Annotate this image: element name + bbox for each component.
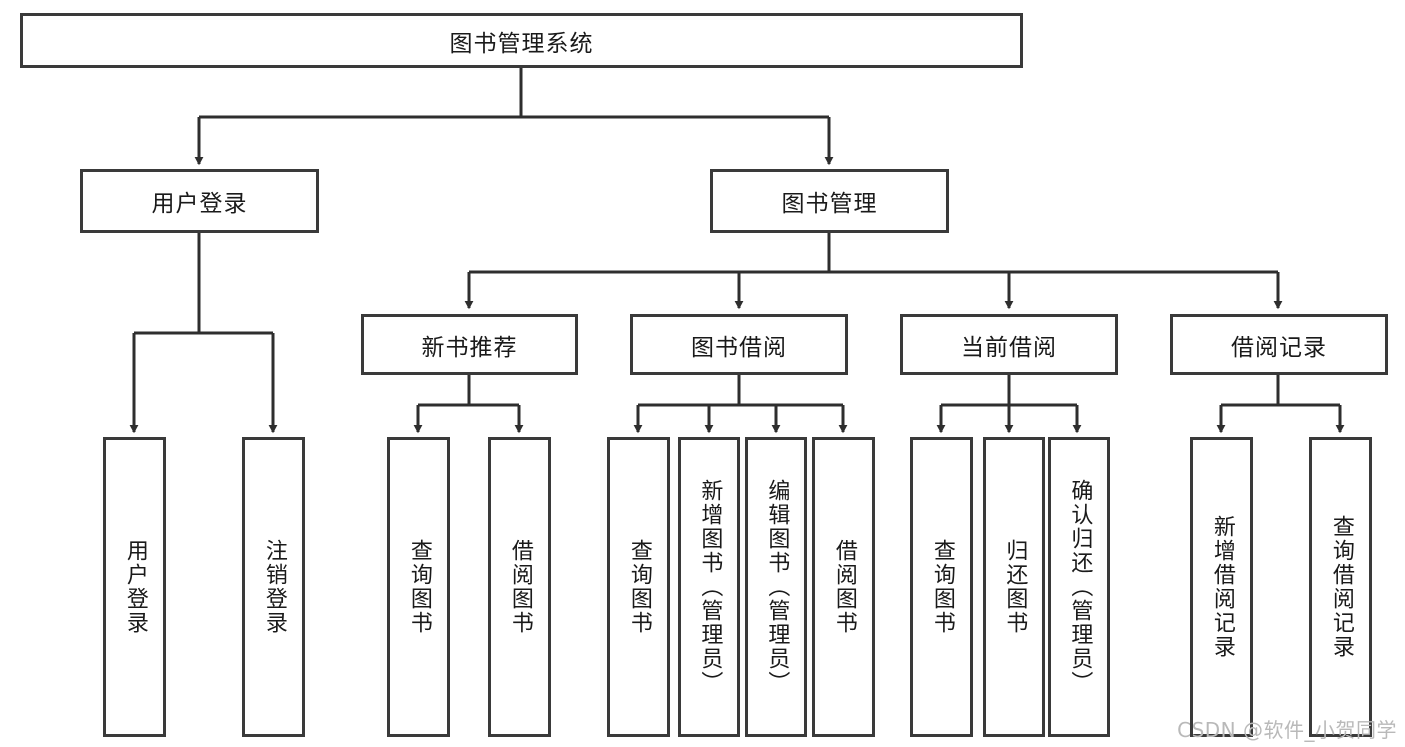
node-leaf-add-borrow-record[interactable]: 新增借阅记录 bbox=[1190, 437, 1253, 737]
node-label: 编辑图书（管理员） bbox=[764, 479, 790, 695]
node-label: 查询图书 bbox=[406, 539, 432, 635]
node-label: 用户登录 bbox=[151, 191, 248, 217]
node-leaf-confirm-return-admin[interactable]: 确认归还（管理员） bbox=[1048, 437, 1110, 737]
node-leaf-borrow-book-recommend[interactable]: 借阅图书 bbox=[488, 437, 551, 737]
node-label: 图书借阅 bbox=[691, 334, 787, 361]
node-leaf-user-login[interactable]: 用户登录 bbox=[103, 437, 166, 737]
node-root-system[interactable]: 图书管理系统 bbox=[20, 13, 1023, 68]
node-label: 图书管理 bbox=[781, 191, 878, 217]
node-user-login-module[interactable]: 用户登录 bbox=[80, 169, 319, 233]
node-label: 查询借阅记录 bbox=[1328, 515, 1354, 659]
node-new-book-recommend[interactable]: 新书推荐 bbox=[361, 314, 578, 375]
node-book-management-module[interactable]: 图书管理 bbox=[710, 169, 949, 233]
node-leaf-logout[interactable]: 注销登录 bbox=[242, 437, 305, 737]
node-leaf-edit-book-admin[interactable]: 编辑图书（管理员） bbox=[745, 437, 807, 737]
node-leaf-query-book-recommend[interactable]: 查询图书 bbox=[387, 437, 450, 737]
node-label: 借阅图书 bbox=[831, 539, 857, 635]
node-label: 新增借阅记录 bbox=[1209, 515, 1235, 659]
node-label: 注销登录 bbox=[261, 539, 287, 635]
node-label: 新书推荐 bbox=[421, 334, 518, 361]
node-label: 用户登录 bbox=[122, 539, 148, 635]
node-leaf-query-book-current[interactable]: 查询图书 bbox=[910, 437, 973, 737]
node-label: 借阅图书 bbox=[507, 539, 533, 635]
node-label: 查询图书 bbox=[626, 539, 652, 635]
node-current-borrow[interactable]: 当前借阅 bbox=[900, 314, 1118, 375]
node-leaf-add-book-admin[interactable]: 新增图书（管理员） bbox=[678, 437, 740, 737]
node-leaf-return-book[interactable]: 归还图书 bbox=[983, 437, 1045, 737]
node-leaf-borrow-book[interactable]: 借阅图书 bbox=[812, 437, 875, 737]
node-label: 当前借阅 bbox=[961, 334, 1057, 361]
node-borrow-record[interactable]: 借阅记录 bbox=[1170, 314, 1388, 375]
node-leaf-query-borrow-record[interactable]: 查询借阅记录 bbox=[1309, 437, 1372, 737]
node-label: 查询图书 bbox=[929, 539, 955, 635]
node-book-borrow[interactable]: 图书借阅 bbox=[630, 314, 848, 375]
node-leaf-query-book-borrow[interactable]: 查询图书 bbox=[607, 437, 670, 737]
node-label: 确认归还（管理员） bbox=[1067, 479, 1093, 695]
node-label: 借阅记录 bbox=[1231, 334, 1327, 361]
node-label: 新增图书（管理员） bbox=[697, 479, 723, 695]
node-label: 归还图书 bbox=[1002, 539, 1028, 635]
node-label: 图书管理系统 bbox=[449, 30, 594, 57]
